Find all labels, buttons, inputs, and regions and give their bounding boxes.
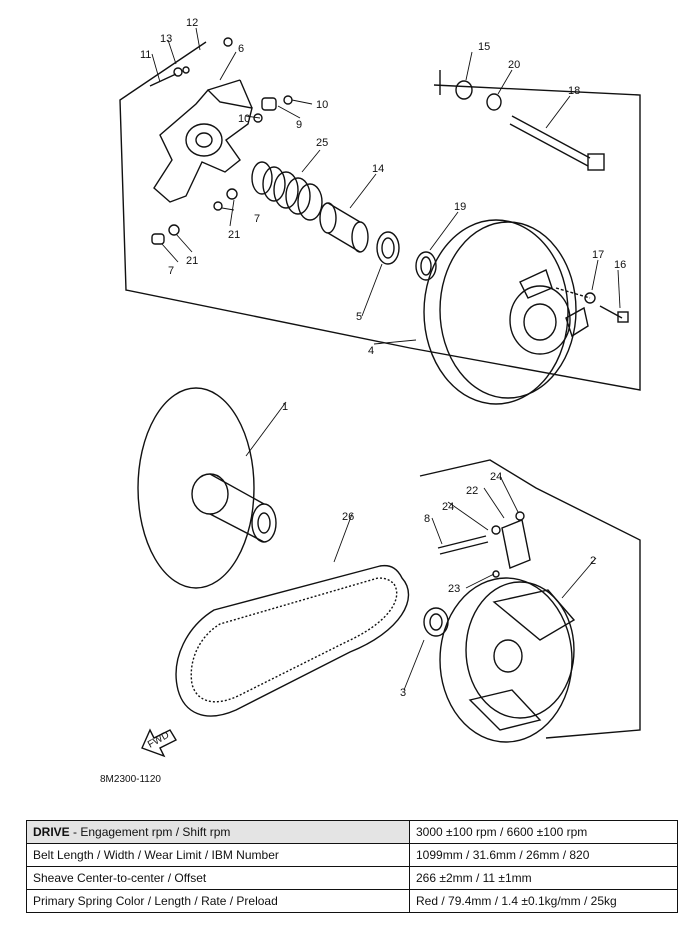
bolt-16 <box>555 287 629 323</box>
callout-11: 11 <box>140 49 151 61</box>
bushings <box>376 231 437 281</box>
weight-arm-parts <box>437 511 531 578</box>
callout-12: 12 <box>186 17 198 29</box>
callout-20: 20 <box>508 59 520 71</box>
spec-label: DRIVE - Engagement rpm / Shift rpm <box>26 820 410 844</box>
callout-4: 4 <box>368 345 374 357</box>
spider-plate <box>153 79 253 203</box>
sheave-half <box>439 577 576 743</box>
callout-7-lower: 7 <box>168 265 174 277</box>
lower-assembly-outline <box>419 459 641 739</box>
callout-15: 15 <box>478 41 490 53</box>
callout-10-right: 10 <box>316 99 328 111</box>
spec-table: DRIVE - Engagement rpm / Shift rpm 3000 … <box>26 820 678 913</box>
spec-value: Red / 79.4mm / 1.4 ±0.1kg/mm / 25kg <box>409 889 678 913</box>
forward-arrow <box>141 728 177 758</box>
callout-24-right: 24 <box>490 471 502 483</box>
callout-23: 23 <box>448 583 460 595</box>
callout-25: 25 <box>316 137 328 149</box>
spec-label-bold: DRIVE <box>33 825 70 839</box>
callout-17: 17 <box>592 249 604 261</box>
fixed-sheave <box>137 387 277 589</box>
upper-assembly-outline <box>119 41 641 391</box>
spec-value: 3000 ±100 rpm / 6600 ±100 rpm <box>409 820 678 844</box>
callout-7-upper: 7 <box>254 213 260 225</box>
movable-sheave <box>423 219 589 405</box>
callout-18: 18 <box>568 85 580 97</box>
spec-row-belt: Belt Length / Width / Wear Limit / IBM N… <box>26 843 678 867</box>
spec-value: 266 ±2mm / 11 ±1mm <box>409 866 678 890</box>
callout-19: 19 <box>454 201 466 213</box>
callout-22: 22 <box>466 485 478 497</box>
drive-belt <box>175 564 410 717</box>
spec-row-drive: DRIVE - Engagement rpm / Shift rpm 3000 … <box>26 820 678 844</box>
spec-label-rest: - Engagement rpm / Shift rpm <box>69 825 231 839</box>
callout-14: 14 <box>372 163 384 175</box>
callout-21-lower: 21 <box>186 255 198 267</box>
callout-3: 3 <box>400 687 406 699</box>
sleeve <box>319 202 369 253</box>
part-code: 8M2300-1120 <box>100 774 161 785</box>
callout-8: 8 <box>424 513 430 525</box>
primary-spring <box>251 161 323 221</box>
exploded-parts-diagram: 12 13 11 6 10 9 10 25 14 15 20 18 19 17 … <box>100 17 641 785</box>
callout-13: 13 <box>160 33 172 45</box>
spec-label: Sheave Center-to-center / Offset <box>26 866 410 890</box>
small-hardware <box>149 37 293 245</box>
callout-6: 6 <box>238 43 244 55</box>
callout-1: 1 <box>282 401 288 413</box>
callout-2: 2 <box>590 555 596 567</box>
forward-arrow-label: FWD <box>146 730 171 751</box>
bushing-3 <box>423 607 449 637</box>
spec-row-sheave: Sheave Center-to-center / Offset 266 ±2m… <box>26 866 678 890</box>
leader-lines <box>151 27 621 691</box>
callout-5: 5 <box>356 311 362 323</box>
callout-9: 9 <box>296 119 302 131</box>
callout-24-left: 24 <box>442 501 454 513</box>
spec-row-spring: Primary Spring Color / Length / Rate / P… <box>26 889 678 913</box>
callout-26: 26 <box>342 511 354 523</box>
spec-value: 1099mm / 31.6mm / 26mm / 820 <box>409 843 678 867</box>
callout-numbers: 12 13 11 6 10 9 10 25 14 15 20 18 19 17 … <box>140 17 626 699</box>
callout-10-left: 10 <box>238 113 250 125</box>
bolt-and-washers <box>455 80 605 171</box>
spec-label: Primary Spring Color / Length / Rate / P… <box>26 889 410 913</box>
callout-21-upper: 21 <box>228 229 240 241</box>
callout-16: 16 <box>614 259 626 271</box>
spec-label: Belt Length / Width / Wear Limit / IBM N… <box>26 843 410 867</box>
